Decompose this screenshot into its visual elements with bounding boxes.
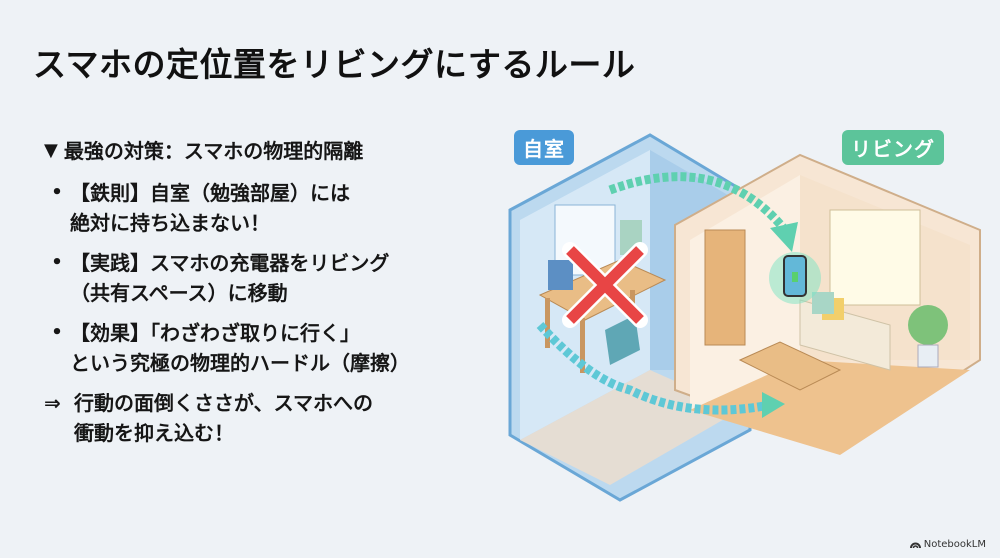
bullet-dot-icon: • [51,322,63,343]
notebooklm-logo-icon [909,542,921,549]
bullet-line: 絶対に持ち込まない！ [70,211,270,235]
page-title: スマホの定位置をリビングにするルール [33,45,636,84]
bullet-line: （共有スペース）に移動 [70,281,288,305]
isometric-rooms-icon [508,133,981,502]
conclusion-line: 行動の面倒くささが、スマホへの [74,391,373,415]
heading-text: 最強の対策：スマホの物理的隔離 [63,139,364,163]
content-block: ▼ 最強の対策：スマホの物理的隔離 • 【鉄則】自室（勉強部屋）には 絶対に持ち… [44,136,504,448]
room-label-badge: 自室 [514,130,574,165]
bullet-item: • 【実践】スマホの充電器をリビング （共有スペース）に移動 [44,248,504,308]
bullet-dot-icon: • [51,182,63,203]
conclusion: ⇒ 行動の面倒くささが、スマホへの 衝動を抑え込む！ [44,388,504,448]
room-illustration: 自室 リビング [500,120,990,510]
conclusion-line: 衝動を抑え込む！ [74,421,234,445]
bullet-item: • 【鉄則】自室（勉強部屋）には 絶対に持ち込まない！ [44,178,504,238]
bullet-line: 【実践】スマホの充電器をリビング [70,251,390,275]
bullet-item: • 【効果】「わざわざ取りに行く」 という究極の物理的ハードル（摩擦） [44,318,504,378]
bullet-dot-icon: • [51,252,63,273]
implies-arrow-icon: ⇒ [44,391,61,415]
bullet-line: という究極の物理的ハードル（摩擦） [70,351,410,375]
triangle-down-icon: ▼ [44,140,58,161]
brand-text: NotebookLM [923,539,986,550]
bullet-line: 【鉄則】自室（勉強部屋）には [70,181,350,205]
living-label-badge: リビング [842,130,944,165]
bullet-line: 【効果】「わざわざ取りに行く」 [70,321,360,345]
notebooklm-watermark: NotebookLM [909,539,986,550]
section-heading: ▼ 最強の対策：スマホの物理的隔離 [44,136,504,166]
